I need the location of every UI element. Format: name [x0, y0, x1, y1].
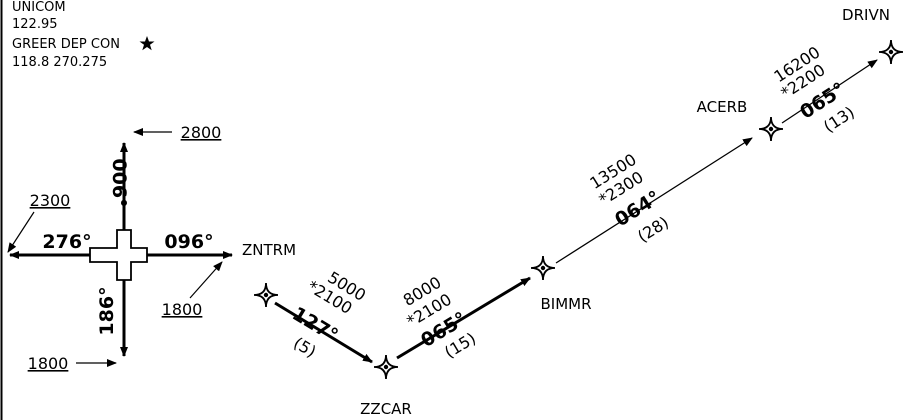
south-heading: 186° [96, 286, 118, 335]
unicom-label: UNICOM [12, 0, 66, 15]
route-leg-bimmr-acerb [555, 137, 753, 264]
west-altitude: 2300 [30, 191, 71, 210]
waypoint-dot [263, 292, 269, 298]
departure-frequencies: 118.8 270.275 [12, 55, 107, 70]
runway-symbol [89, 229, 148, 281]
west-heading: 276° [42, 231, 91, 253]
route [274, 59, 878, 364]
leg-3-annotation: 13500 *2300 064° (28) [586, 150, 672, 246]
east-altitude: 1800 [162, 300, 203, 319]
waypoint-zntrm: ZNTRM [242, 241, 296, 308]
waypoint-bimmr: BIMMR [530, 255, 592, 313]
waypoint-dot [888, 49, 894, 55]
south-altitude: 1800 [28, 354, 69, 373]
route-leg-zntrm-zzcar [274, 301, 373, 364]
waypoint-zntrm-label: ZNTRM [242, 241, 296, 259]
west-altitude-leader [7, 211, 35, 253]
waypoint-acerb: ACERB [697, 98, 784, 142]
north-altitude: 2800 [181, 123, 222, 142]
comms-block: UNICOM 122.95 GREER DEP CON 118.8 270.27… [12, 0, 155, 70]
waypoint-zzcar-label: ZZCAR [360, 400, 412, 418]
waypoint-dot [383, 364, 389, 370]
east-heading: 096° [164, 231, 213, 253]
route-leg-zzcar-bimmr [396, 276, 531, 360]
runway-diagram: 006° 096° 276° 186° 2800 2300 1800 1800 [7, 123, 233, 373]
north-heading: 006° [108, 158, 130, 207]
waypoint-drivn-label: DRIVN [842, 6, 890, 24]
waypoint-dot [540, 265, 546, 271]
waypoint-drivn: DRIVN [842, 6, 904, 65]
waypoint-acerb-label: ACERB [697, 98, 748, 116]
waypoint-zzcar: ZZCAR [360, 354, 412, 418]
departure-control-label: GREER DEP CON [12, 37, 120, 52]
unicom-frequency: 122.95 [12, 17, 58, 32]
star-icon [139, 36, 155, 51]
leg-1-annotation: 5000 *2100 127° (5) [288, 268, 369, 362]
east-altitude-leader [189, 261, 223, 299]
route-leg-acerb-drivn [781, 59, 878, 124]
waypoint-bimmr-label: BIMMR [540, 295, 591, 313]
waypoint-dot [768, 126, 774, 132]
